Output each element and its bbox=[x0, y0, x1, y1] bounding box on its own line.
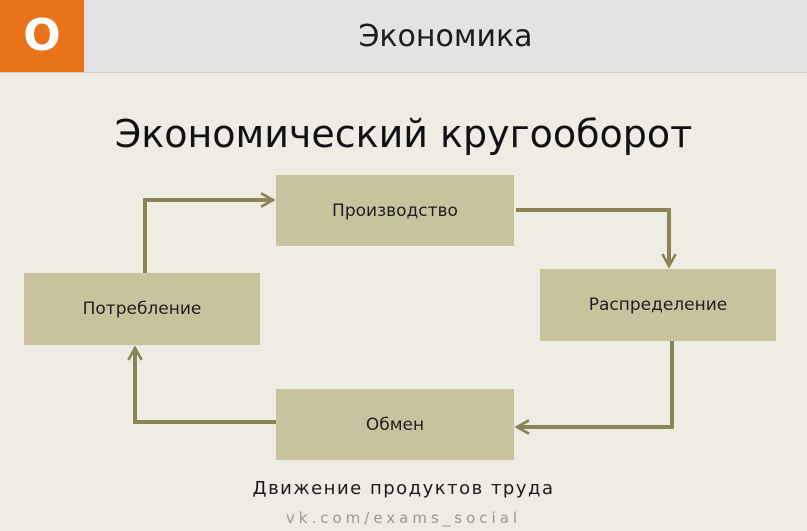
node-production: Производство bbox=[276, 175, 514, 246]
logo-letter: О bbox=[23, 10, 61, 61]
arrow-exchange-to-consumption bbox=[135, 348, 276, 424]
header-bar: О Экономика bbox=[0, 0, 807, 73]
arrow-distribution-to-exchange bbox=[517, 341, 674, 427]
node-exchange: Обмен bbox=[276, 389, 514, 460]
diagram-title: Экономический кругооборот bbox=[114, 112, 693, 156]
node-consumption-label: Потребление bbox=[82, 299, 202, 319]
node-distribution-label: Распределение bbox=[588, 295, 728, 315]
diagram-caption: Движение продуктов труда bbox=[252, 478, 555, 499]
header-title: Экономика bbox=[358, 18, 533, 54]
node-distribution: Распределение bbox=[540, 269, 776, 341]
footer-watermark: vk.com/exams_social bbox=[285, 509, 522, 527]
arrow-production-to-distribution bbox=[516, 208, 669, 266]
node-consumption: Потребление bbox=[24, 273, 260, 345]
arrow-consumption-to-production bbox=[143, 200, 273, 273]
node-exchange-label: Обмен bbox=[365, 414, 425, 435]
node-production-label: Производство bbox=[332, 200, 458, 221]
logo: О bbox=[0, 0, 84, 72]
